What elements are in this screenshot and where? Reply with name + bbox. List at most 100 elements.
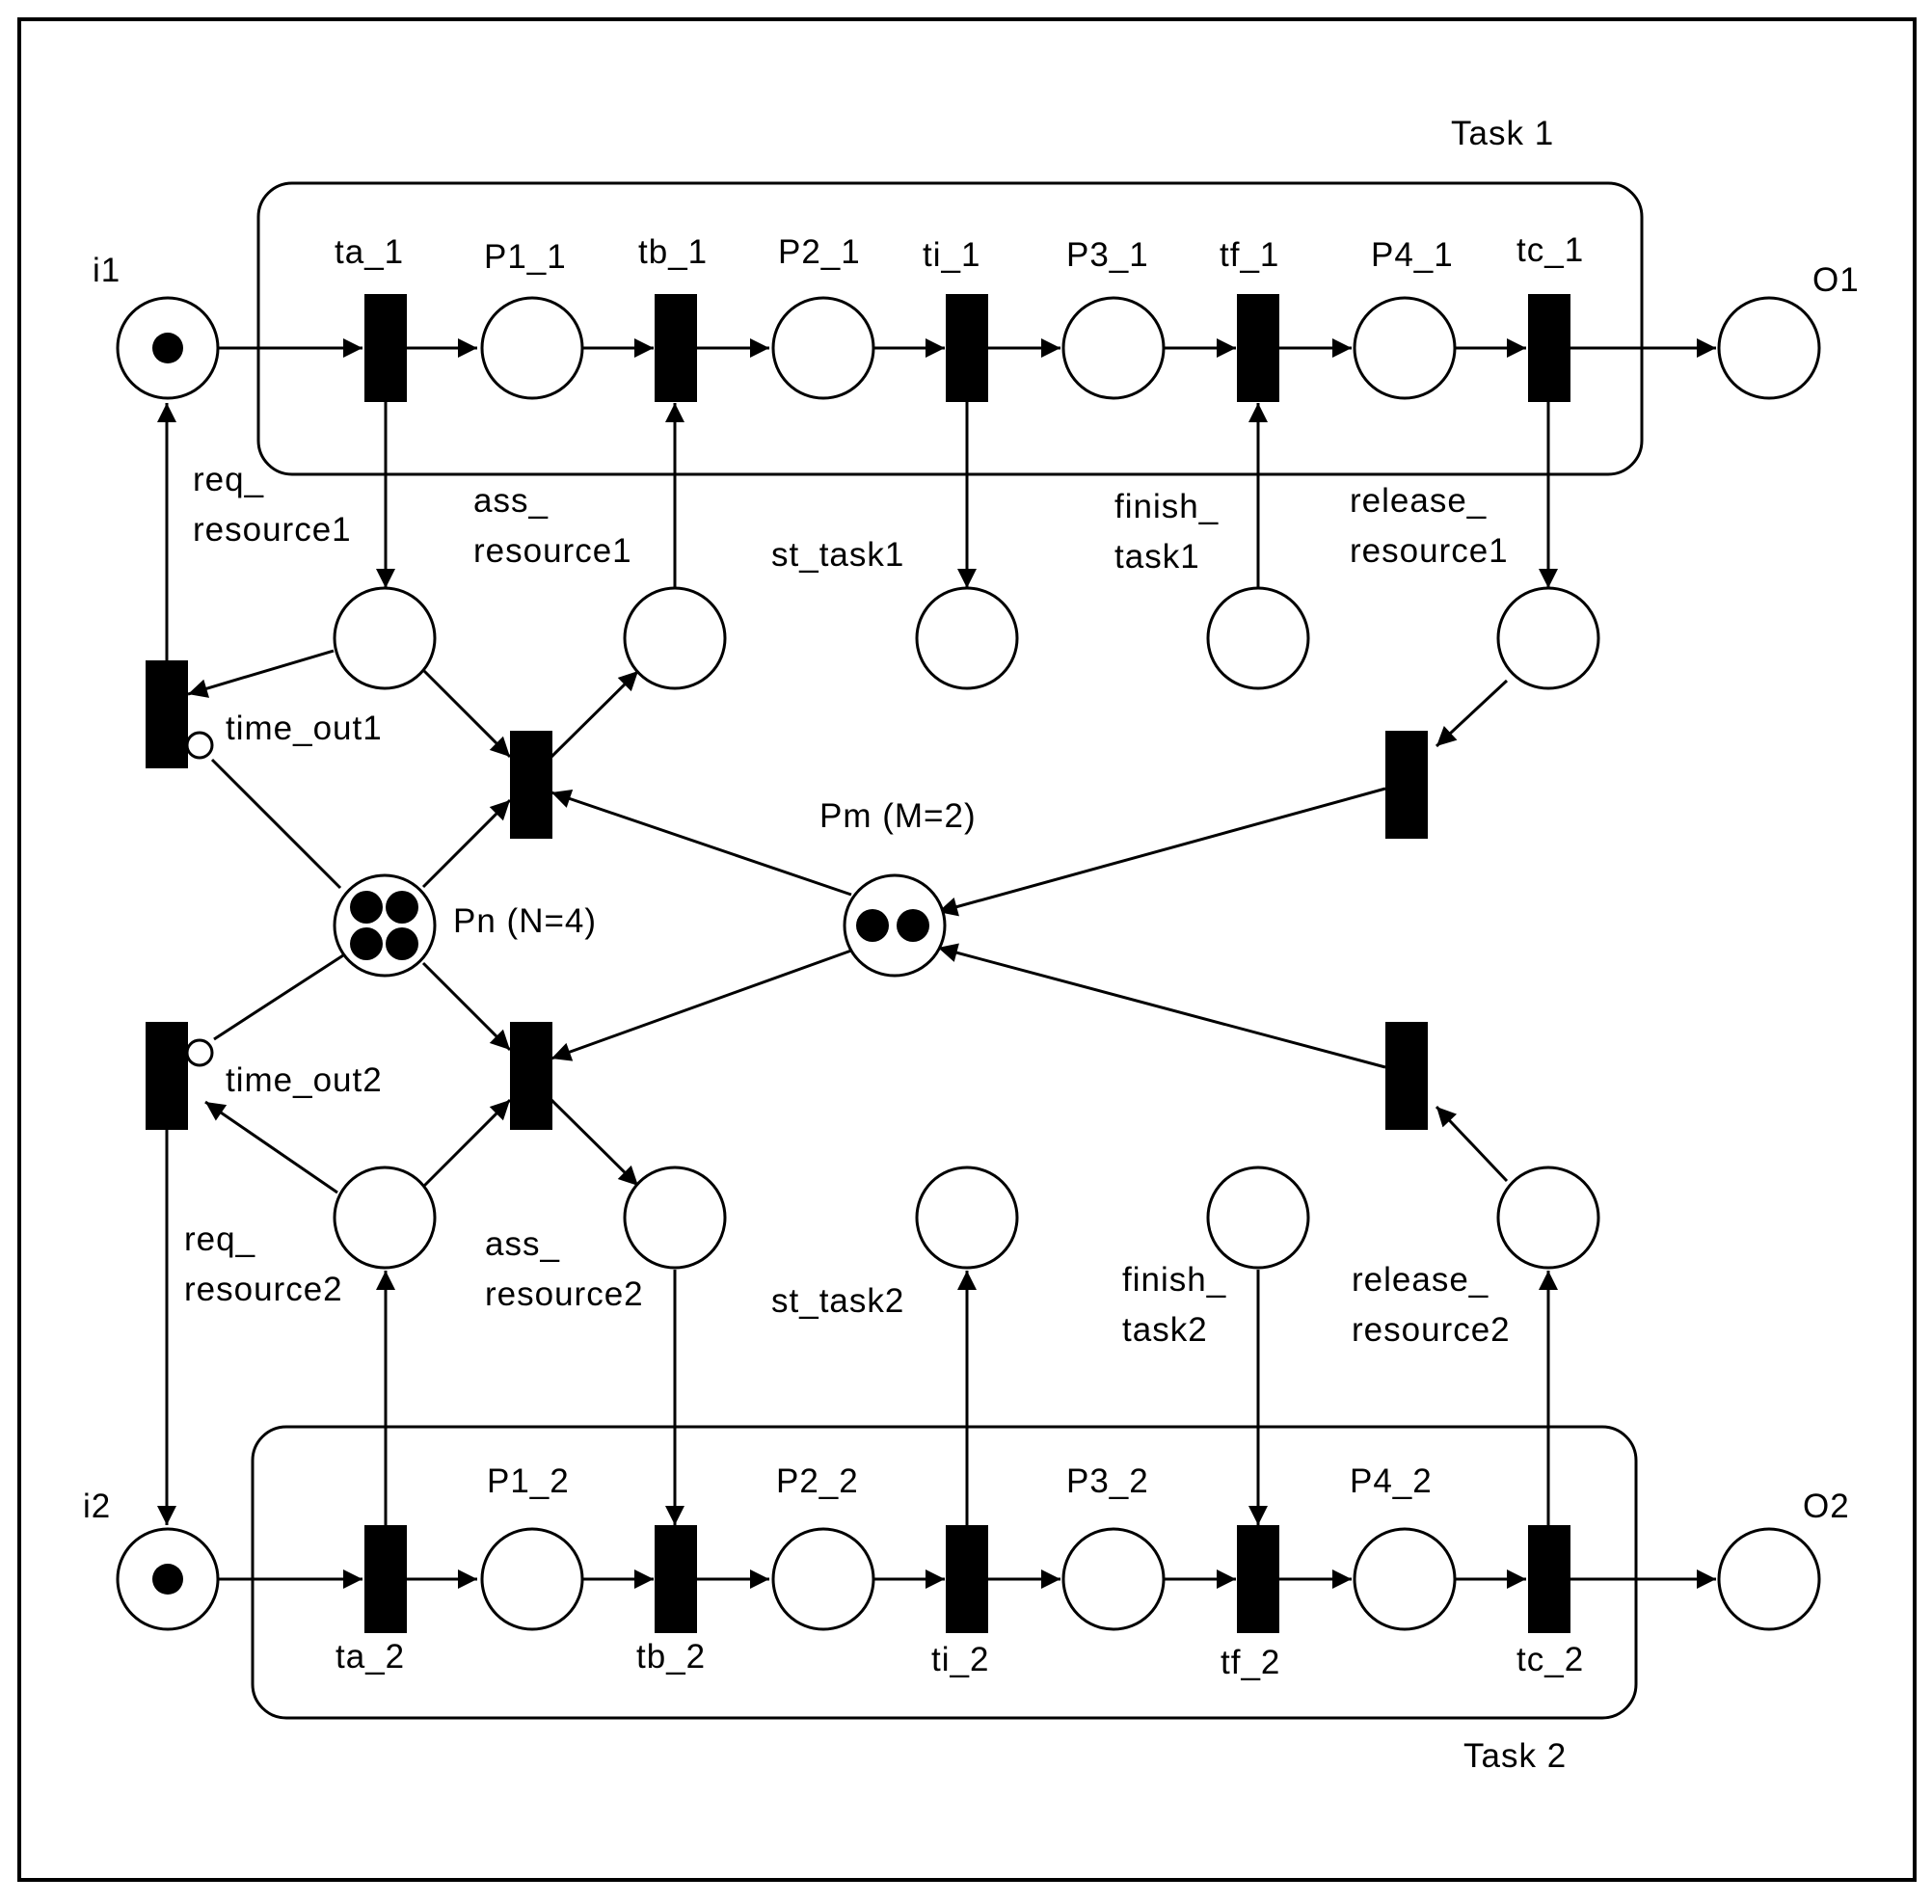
place-st-task2: [915, 1166, 1019, 1270]
arc: [1435, 679, 1509, 748]
label-p2-2: P2_2: [776, 1462, 859, 1500]
place-release-resource1: [1496, 586, 1600, 690]
arc: [550, 1098, 640, 1188]
place-o2: [1717, 1527, 1821, 1631]
arc: [213, 953, 344, 1041]
arc: [421, 798, 512, 889]
label-release-resource1-line1: release_: [1350, 482, 1487, 520]
inhibitor-circle-time-out1: [185, 731, 214, 760]
arc: [187, 649, 335, 698]
transition-tc-2: [1528, 1525, 1570, 1633]
arc: [422, 1098, 512, 1188]
label-finish-task2-line1: finish_: [1122, 1261, 1226, 1299]
place-p3-2: [1061, 1527, 1166, 1631]
label-req-resource1-line1: req_: [193, 461, 264, 498]
transition-tf-1: [1237, 294, 1279, 402]
task1-title: Task 1: [1451, 115, 1554, 152]
token-i1: [152, 333, 183, 363]
place-p4-1: [1353, 296, 1457, 400]
label-pm: Pm (M=2): [819, 797, 977, 835]
transition-time-out2: [146, 1022, 188, 1130]
task2-title: Task 2: [1463, 1737, 1567, 1775]
outer-frame: [17, 17, 1917, 1882]
transition-tb-2: [655, 1525, 697, 1633]
token-pn: [386, 927, 418, 960]
label-ass-resource2-line1: ass_: [485, 1225, 560, 1263]
place-ass-resource2: [623, 1166, 727, 1270]
place-pn: [333, 873, 437, 978]
label-ass-resource1-line2: resource1: [473, 532, 632, 570]
transition-release2: [1385, 1022, 1428, 1130]
inhibitor-circle-time-out2: [185, 1038, 214, 1067]
place-p3-1: [1061, 296, 1166, 400]
arc: [204, 1100, 338, 1194]
label-o1: O1: [1812, 261, 1860, 299]
label-st-task1: st_task1: [771, 536, 904, 574]
label-ti-1: ti_1: [923, 236, 980, 274]
arc: [937, 787, 1386, 917]
transition-assign1: [510, 731, 552, 839]
label-release-resource1-line2: resource1: [1350, 532, 1509, 570]
token-pm: [897, 909, 929, 942]
label-tc-2: tc_2: [1516, 1641, 1584, 1678]
label-ass-resource2-line2: resource2: [485, 1275, 644, 1313]
transition-ta-1: [364, 294, 407, 402]
label-tf-2: tf_2: [1221, 1644, 1280, 1681]
arc: [422, 669, 512, 759]
token-pn: [350, 891, 383, 924]
token-pm: [856, 909, 889, 942]
label-time-out1: time_out1: [226, 710, 383, 747]
transition-release1: [1385, 731, 1428, 839]
place-finish-task1: [1206, 586, 1310, 690]
label-st-task2: st_task2: [771, 1282, 904, 1320]
label-req-resource2-line1: req_: [184, 1220, 255, 1258]
label-p3-1: P3_1: [1066, 236, 1149, 274]
label-tb-2: tb_2: [636, 1638, 706, 1676]
label-req-resource2-line2: resource2: [184, 1271, 343, 1308]
label-p3-2: P3_2: [1066, 1462, 1149, 1500]
label-ass-resource1-line1: ass_: [473, 482, 549, 520]
transition-ti-2: [946, 1525, 988, 1633]
token-pn: [350, 927, 383, 960]
place-release-resource2: [1496, 1166, 1600, 1270]
tokens: [152, 333, 929, 1595]
label-finish-task2-line2: task2: [1122, 1311, 1208, 1349]
label-tc-1: tc_1: [1516, 231, 1584, 269]
label-release-resource2-line2: resource2: [1352, 1311, 1511, 1349]
arc: [937, 943, 1386, 1069]
arc: [210, 758, 342, 890]
transition-tf-2: [1237, 1525, 1279, 1633]
label-p1-2: P1_2: [487, 1462, 570, 1500]
label-req-resource1-line2: resource1: [193, 511, 352, 549]
label-p4-1: P4_1: [1371, 236, 1454, 274]
place-p1-2: [480, 1527, 584, 1631]
transition-tc-1: [1528, 294, 1570, 402]
label-ta-2: ta_2: [335, 1638, 405, 1676]
label-p2-1: P2_1: [778, 233, 861, 271]
place-pm: [843, 873, 947, 978]
arc: [550, 949, 852, 1061]
label-i2: i2: [83, 1488, 111, 1525]
place-req-resource1: [333, 586, 437, 690]
label-finish-task1-line1: finish_: [1114, 488, 1219, 525]
label-finish-task1-line2: task1: [1114, 538, 1200, 576]
arc: [550, 789, 852, 897]
place-st-task1: [915, 586, 1019, 690]
place-p4-2: [1353, 1527, 1457, 1631]
transition-assign2: [510, 1022, 552, 1130]
label-time-out2: time_out2: [226, 1061, 383, 1099]
place-p1-1: [480, 296, 584, 400]
arc: [550, 669, 640, 759]
token-i2: [152, 1564, 183, 1595]
token-pn: [386, 891, 418, 924]
place-finish-task2: [1206, 1166, 1310, 1270]
place-p2-2: [771, 1527, 875, 1631]
label-p4-2: P4_2: [1350, 1462, 1433, 1500]
place-o1: [1717, 296, 1821, 400]
transition-tb-1: [655, 294, 697, 402]
label-p1-1: P1_1: [484, 238, 567, 276]
arc: [1435, 1105, 1509, 1183]
arcs: [157, 338, 1716, 1589]
